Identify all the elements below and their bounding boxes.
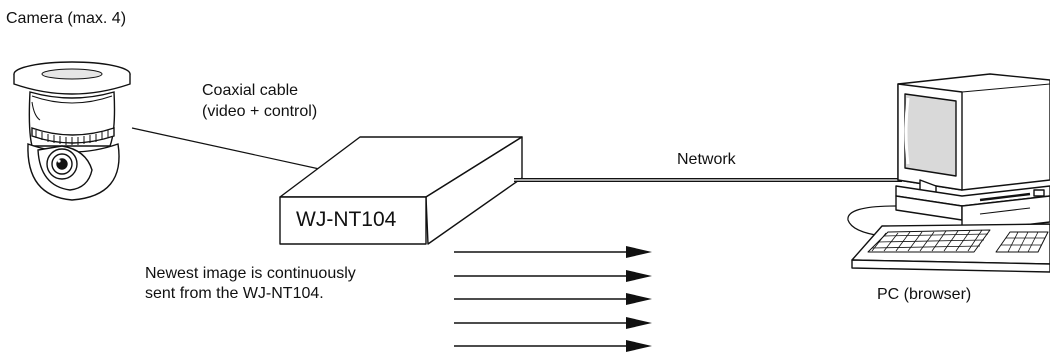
arrow-right-icon	[454, 340, 652, 352]
note-label-line1: Newest image is continuously	[145, 265, 356, 282]
coaxial-cable-line	[131, 127, 325, 171]
note-label-line2: sent from the WJ-NT104.	[145, 285, 324, 302]
arrow-right-icon	[454, 270, 652, 282]
cable-label-line2: (video + control)	[202, 103, 318, 120]
arrow-right-icon	[454, 317, 652, 329]
device-name-label: WJ-NT104	[296, 208, 397, 231]
dome-camera-icon	[13, 61, 131, 201]
network-label: Network	[677, 151, 736, 168]
desktop-computer-icon	[847, 73, 1050, 273]
cable-label-line1: Coaxial cable	[202, 82, 299, 99]
camera-label: Camera (max. 4)	[6, 10, 127, 27]
arrow-right-icon	[454, 246, 652, 258]
arrow-right-icon	[454, 293, 652, 305]
pc-label: PC (browser)	[877, 286, 972, 303]
network-encoder-box-icon	[279, 136, 523, 245]
